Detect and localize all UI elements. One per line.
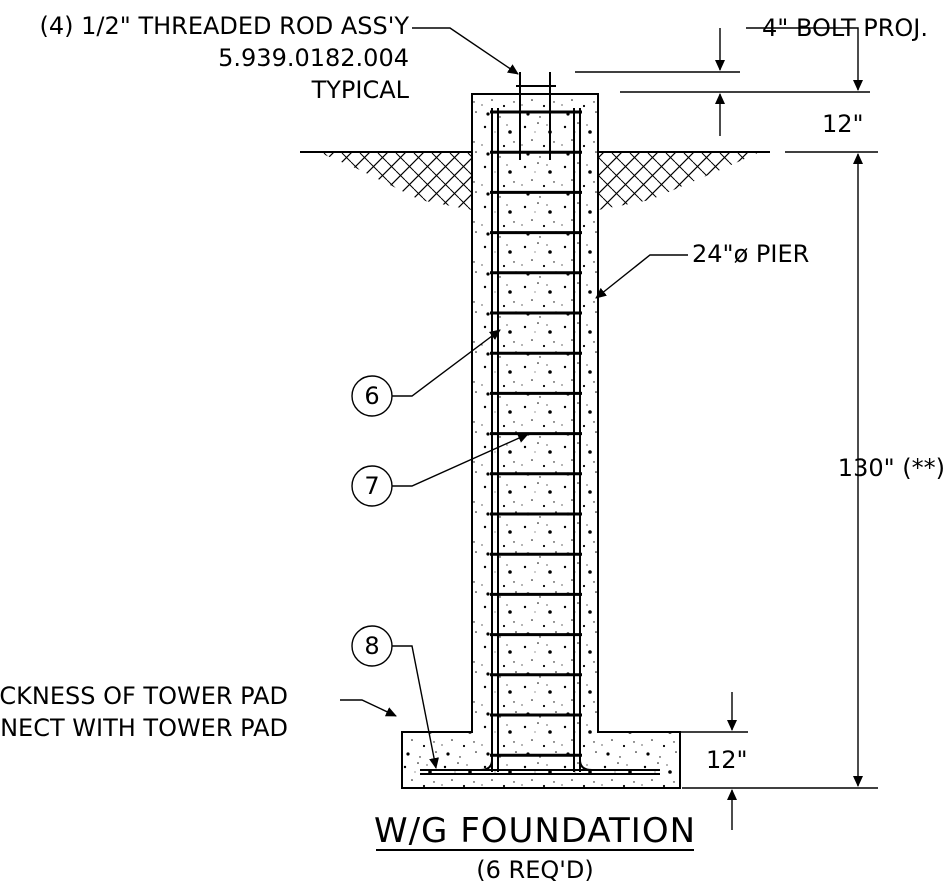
typical-label: TYPICAL	[311, 76, 410, 104]
soil-hatch	[300, 151, 770, 210]
tower-pad-label-2: NECT WITH TOWER PAD	[0, 714, 288, 742]
callout-8: 8	[364, 632, 379, 660]
drawing-title: W/G FOUNDATION	[374, 811, 696, 851]
drawing-subtitle: (6 REQ'D)	[476, 856, 593, 884]
callout-6: 6	[364, 382, 379, 410]
threaded-rods	[512, 72, 560, 160]
threaded-rod-label: (4) 1/2" THREADED ROD ASS'Y	[40, 12, 410, 40]
part-number-label: 5.939.0182.004	[218, 44, 409, 72]
pier	[401, 93, 681, 789]
bolt-proj-label: 4" BOLT PROJ.	[762, 14, 928, 42]
tower-pad-label-1: CKNESS OF TOWER PAD	[0, 682, 288, 710]
top-dim-label: 12"	[822, 110, 864, 138]
pier-label: 24"ø PIER	[692, 240, 809, 268]
dimensions	[575, 27, 878, 830]
height-dim-label: 130" (**)	[838, 454, 945, 482]
callout-7: 7	[364, 472, 379, 500]
horizontal-ties	[490, 110, 582, 757]
leaders	[340, 27, 688, 769]
rebar-cage	[420, 108, 660, 775]
callout-circles	[351, 375, 393, 667]
bottom-dim-label: 12"	[706, 746, 748, 774]
